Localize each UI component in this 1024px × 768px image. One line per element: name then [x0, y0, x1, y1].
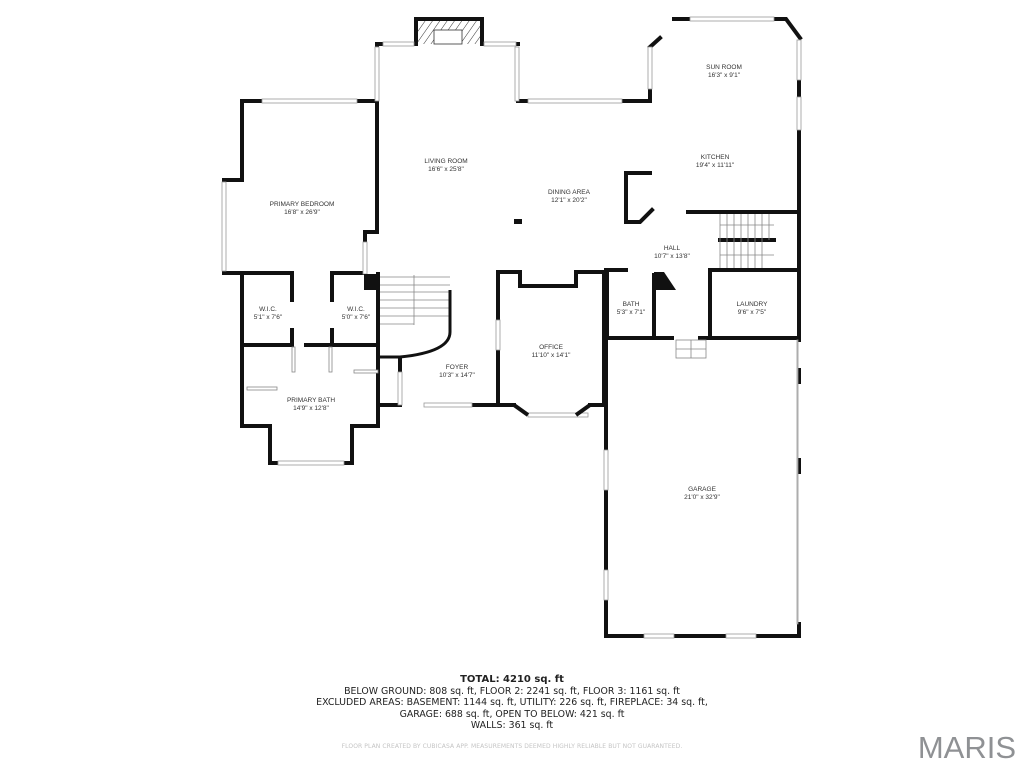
room-name: DINING AREA — [548, 189, 590, 196]
room-dimensions: 14'9" x 12'8" — [293, 405, 329, 412]
room-name: LAUNDRY — [736, 301, 768, 308]
wall-primary-bedroom — [222, 99, 244, 275]
room-label-wic-1: W.I.C.5'1" x 7'6" — [254, 306, 282, 322]
brand-logo: MARIS — [917, 730, 1016, 765]
room-name: PRIMARY BATH — [286, 397, 336, 404]
room-dimensions: 9'6" x 7'5" — [737, 309, 767, 316]
room-label-wic-2: W.I.C.5'0" x 7'6" — [342, 306, 370, 322]
area-line-2: EXCLUDED AREAS: BASEMENT: 1144 sq. ft, U… — [316, 697, 708, 709]
area-line-3: GARAGE: 688 sq. ft, OPEN TO BELOW: 421 s… — [399, 708, 625, 720]
room-dimensions: 16'6" x 25'8" — [428, 166, 464, 173]
room-name: LIVING ROOM — [424, 158, 468, 165]
room-dimensions: 10'7" x 13'8" — [654, 253, 690, 260]
room-name: HALL — [663, 245, 681, 252]
room-name: W.I.C. — [347, 306, 365, 313]
total-area: TOTAL: 4210 sq. ft — [460, 674, 564, 685]
room-dimensions: 5'3" x 7'1" — [616, 309, 646, 316]
room-dimensions: 12'1" x 20'2" — [551, 197, 587, 204]
room-dimensions: 21'0" x 32'9" — [684, 494, 720, 501]
room-dimensions: 10'3" x 14'7" — [439, 372, 475, 379]
area-line-4: WALLS: 361 sq. ft — [470, 720, 554, 732]
room-dimensions: 5'0" x 7'6" — [341, 314, 371, 321]
area-line-1: BELOW GROUND: 808 sq. ft, FLOOR 2: 2241 … — [344, 685, 680, 697]
room-name: PRIMARY BEDROOM — [269, 201, 335, 208]
area-summary: TOTAL: 4210 sq. ft BELOW GROUND: 808 sq.… — [0, 674, 1024, 732]
room-name: FOYER — [445, 364, 469, 371]
disclaimer: FLOOR PLAN CREATED BY CUBICASA APP. MEAS… — [341, 743, 683, 750]
room-dimensions: 19'4" x 11'11" — [695, 162, 735, 169]
room-name: BATH — [622, 301, 640, 308]
room-dimensions: 5'1" x 7'6" — [253, 314, 283, 321]
room-name: GARAGE — [688, 486, 716, 493]
floor-plan — [221, 16, 803, 639]
room-name: W.I.C. — [259, 306, 277, 313]
room-dimensions: 16'3" x 9'1" — [707, 72, 741, 79]
room-name: OFFICE — [539, 344, 563, 351]
room-name: KITCHEN — [700, 154, 730, 161]
room-dimensions: 16'8" x 26'9" — [284, 209, 320, 216]
room-dimensions: 11'10" x 14'1" — [531, 352, 571, 359]
room-name: SUN ROOM — [706, 64, 742, 71]
